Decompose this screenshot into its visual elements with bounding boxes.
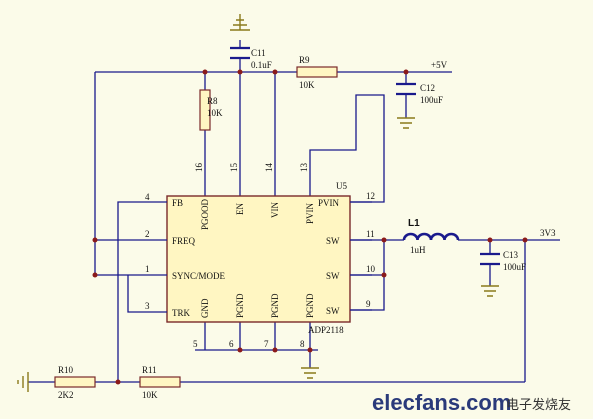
pin-label-pvin-13: PVIN: [305, 202, 315, 224]
capacitor-c12: C12 100uF: [396, 82, 443, 105]
pin-num-1: 1: [145, 264, 150, 274]
pin-label-sw-9: SW: [326, 306, 340, 316]
pin-label-trk: TRK: [172, 308, 191, 318]
ground-c11: [230, 14, 250, 31]
r11-value: 10K: [142, 390, 158, 400]
c12-value: 100uF: [420, 95, 443, 105]
pin-num-14: 14: [264, 163, 274, 173]
inductor-l1: L1 1uH: [402, 218, 460, 255]
r10-ref: R10: [58, 365, 74, 375]
ground-c12: [397, 117, 415, 129]
watermark: elecfans.com 电子发烧友: [372, 390, 571, 415]
r8-value: 10K: [207, 108, 223, 118]
c13-ref: C13: [503, 250, 519, 260]
pin-label-en: EN: [235, 203, 245, 215]
pin-label-freq: FREQ: [172, 236, 196, 246]
l1-ref: L1: [408, 218, 420, 229]
ic-ref: U5: [336, 181, 347, 191]
ic-adp2118: U5 ADP2118 4 FB 2 FREQ 1 SYNC/MODE 3 TRK…: [145, 163, 376, 349]
pin-num-12: 12: [366, 191, 375, 201]
ic-part: ADP2118: [308, 325, 344, 335]
resistor-r11: R11 10K: [139, 365, 181, 400]
pin-num-8: 8: [300, 339, 305, 349]
r9-ref: R9: [299, 55, 310, 65]
pin-label-fb: FB: [172, 198, 183, 208]
vout-net-label: 3V3: [540, 228, 556, 238]
pin-label-sw-11: SW: [326, 236, 340, 246]
r9-value: 10K: [299, 80, 315, 90]
pin-label-sync-mode: SYNC/MODE: [172, 271, 226, 281]
pin-num-11: 11: [366, 229, 375, 239]
pin-num-10: 10: [366, 264, 376, 274]
capacitor-c11: C11 0.1uF: [230, 46, 272, 70]
r11-ref: R11: [142, 365, 157, 375]
pin-label-gnd: GND: [200, 298, 210, 318]
r10-value: 2K2: [58, 390, 74, 400]
resistor-r10: R10 2K2: [54, 365, 96, 400]
pin-label-pgnd-8: PGND: [305, 293, 315, 318]
watermark-cn: 电子发烧友: [506, 397, 571, 413]
vin-net-label: +5V: [431, 60, 448, 70]
r8-ref: R8: [207, 96, 218, 106]
c13-value: 100uF: [503, 262, 526, 272]
pin-num-13: 13: [299, 163, 309, 173]
pin-label-sw-10: SW: [326, 271, 340, 281]
pin-num-5: 5: [193, 339, 198, 349]
pin-label-pgood: PGOOD: [200, 198, 210, 230]
c11-value: 0.1uF: [251, 60, 272, 70]
pin-num-15: 15: [229, 163, 239, 173]
capacitor-c13: C13 100uF: [480, 250, 526, 272]
pin-num-2: 2: [145, 229, 150, 239]
pin-num-4: 4: [145, 192, 150, 202]
pin-label-pgnd-6: PGND: [235, 293, 245, 318]
pin-label-vin: VIN: [270, 202, 280, 218]
ground-c13: [481, 285, 499, 297]
ground-r10: [17, 372, 29, 392]
pin-label-pvin-12: PVIN: [318, 198, 340, 208]
resistor-r8: R8 10K: [199, 89, 223, 131]
ic-body: [166, 195, 351, 323]
l1-value: 1uH: [410, 245, 426, 255]
junctions: [92, 69, 528, 385]
wires: [28, 40, 560, 383]
pin-num-9: 9: [366, 299, 371, 309]
c11-ref: C11: [251, 48, 266, 58]
c12-ref: C12: [420, 83, 435, 93]
ground-pgnd: [301, 367, 319, 379]
pin-label-pgnd-7: PGND: [270, 293, 280, 318]
pin-num-6: 6: [229, 339, 234, 349]
pin-num-16: 16: [194, 163, 204, 173]
watermark-logo: elecfans.com: [372, 390, 511, 415]
resistor-r9: R9 10K: [296, 55, 338, 90]
pin-num-3: 3: [145, 301, 150, 311]
pin-num-7: 7: [264, 339, 269, 349]
